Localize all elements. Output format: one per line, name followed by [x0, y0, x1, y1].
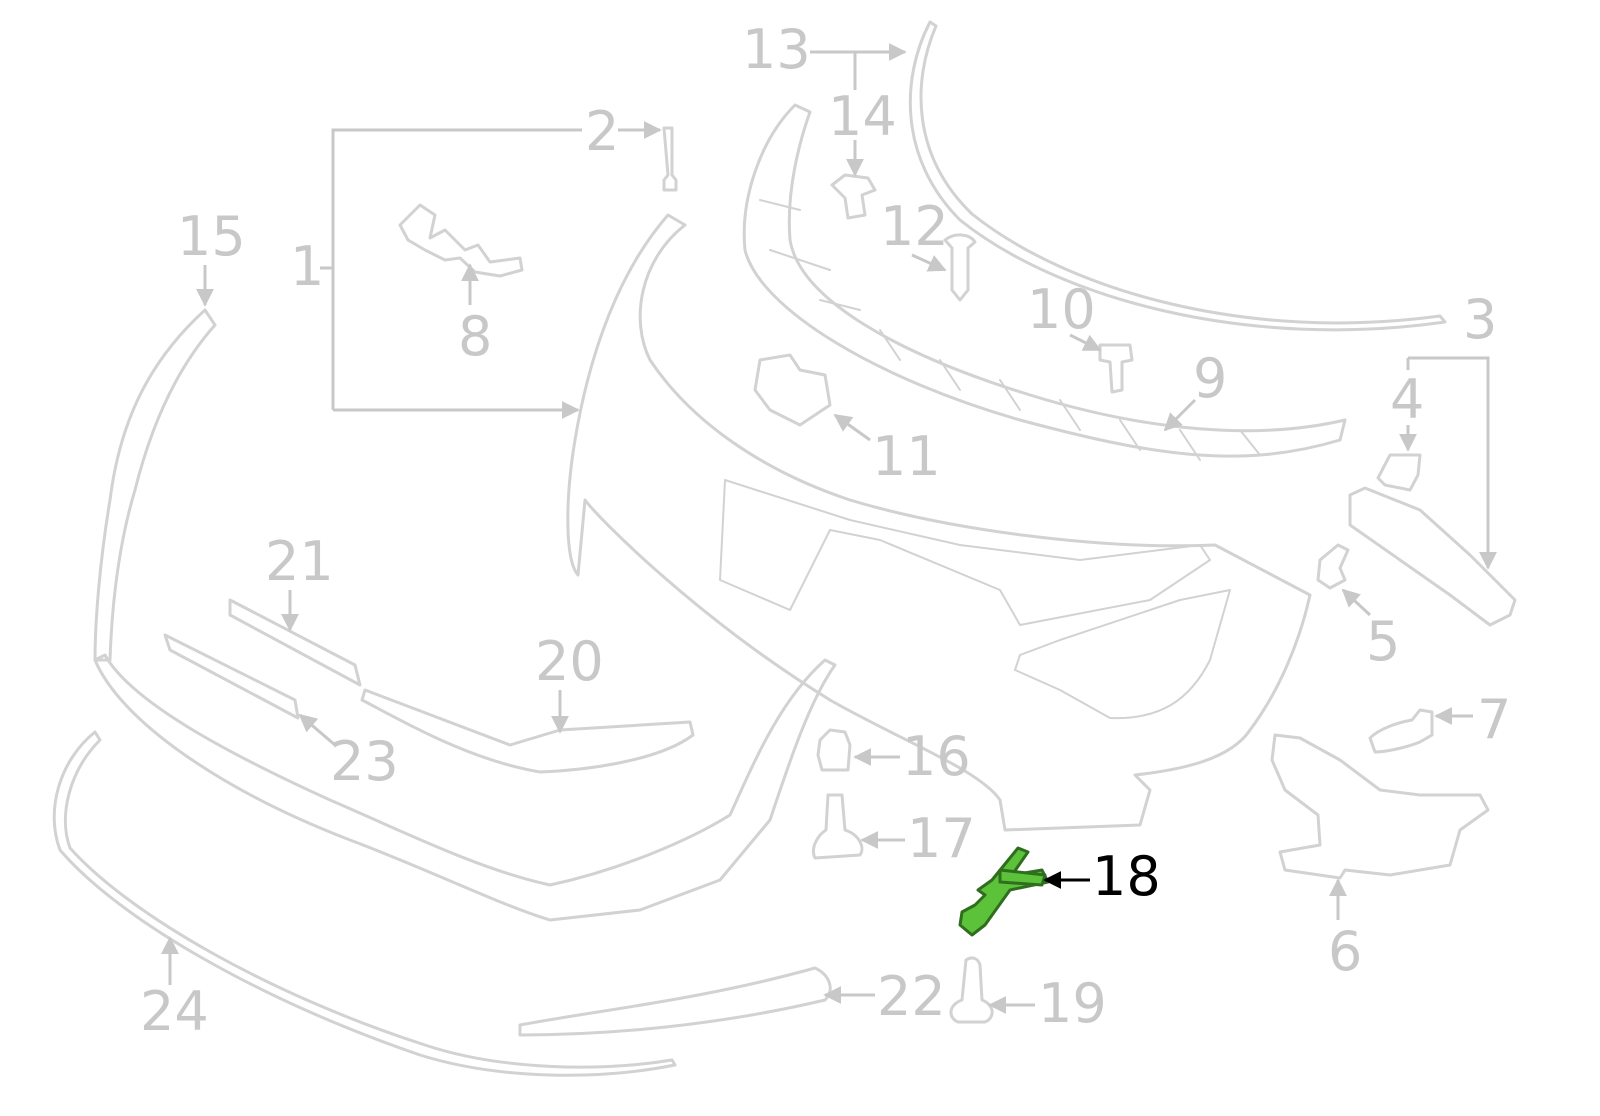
part-10-bolt — [1098, 343, 1134, 394]
part-9-absorber-ribs — [759, 199, 1261, 461]
part-lower-valance — [93, 653, 837, 922]
part-1-bumper-fascia — [566, 213, 1312, 832]
part-15-side-bracket — [93, 308, 217, 662]
callout-1: 1 — [290, 235, 324, 298]
callout-23: 23 — [330, 730, 399, 793]
callout-24: 24 — [140, 980, 209, 1043]
callout-20: 20 — [535, 630, 604, 693]
part-22-lower-trim — [518, 966, 832, 1037]
part-18-highlighted-bracket — [958, 846, 1050, 937]
part-8-emblem — [398, 203, 524, 278]
callout-10: 10 — [1027, 278, 1096, 341]
callout-2: 2 — [585, 100, 619, 163]
part-24-lower-lip — [52, 730, 677, 1077]
part-9-absorber — [742, 103, 1347, 458]
callout-17: 17 — [907, 807, 976, 870]
part-2-bolt — [662, 126, 678, 192]
callout-16: 16 — [902, 725, 971, 788]
callout-4: 4 — [1390, 368, 1424, 431]
part-13-upper-trim — [908, 20, 1447, 332]
part-5-screw — [1316, 543, 1350, 590]
part-12-screw — [943, 233, 977, 302]
callout-8: 8 — [458, 305, 492, 368]
callout-9: 9 — [1193, 347, 1227, 410]
part-16-nut — [816, 728, 852, 772]
callout-6: 6 — [1328, 920, 1362, 983]
callout-22: 22 — [877, 965, 946, 1028]
callout-3: 3 — [1463, 288, 1497, 351]
part-3-side-bracket — [1348, 486, 1517, 627]
callout-21: 21 — [265, 530, 334, 593]
part-11-bracket — [753, 353, 832, 427]
callout-12: 12 — [880, 195, 949, 258]
leader-lines — [161, 43, 1497, 1014]
part-1-grille-opening — [719, 479, 1211, 626]
part-1-fog-opening — [1014, 589, 1231, 720]
callout-19: 19 — [1038, 972, 1107, 1035]
part-7-screw — [1368, 708, 1434, 754]
callout-7: 7 — [1477, 688, 1511, 751]
part-17-pin — [811, 793, 864, 860]
part-21-trim-strip — [228, 598, 362, 687]
callout-5: 5 — [1366, 610, 1400, 673]
callout-14: 14 — [828, 85, 897, 148]
callout-13: 13 — [742, 18, 811, 81]
part-20-chrome-strip — [360, 688, 695, 774]
part-23-trim-strip — [163, 633, 300, 720]
callout-18: 18 — [1092, 845, 1161, 908]
part-19-screw — [949, 956, 994, 1024]
part-4-retainer — [1376, 453, 1422, 492]
part-14-clip — [830, 173, 877, 220]
part-6-lower-bracket — [1270, 733, 1490, 880]
callout-11: 11 — [872, 425, 941, 488]
callout-15: 15 — [177, 205, 246, 268]
